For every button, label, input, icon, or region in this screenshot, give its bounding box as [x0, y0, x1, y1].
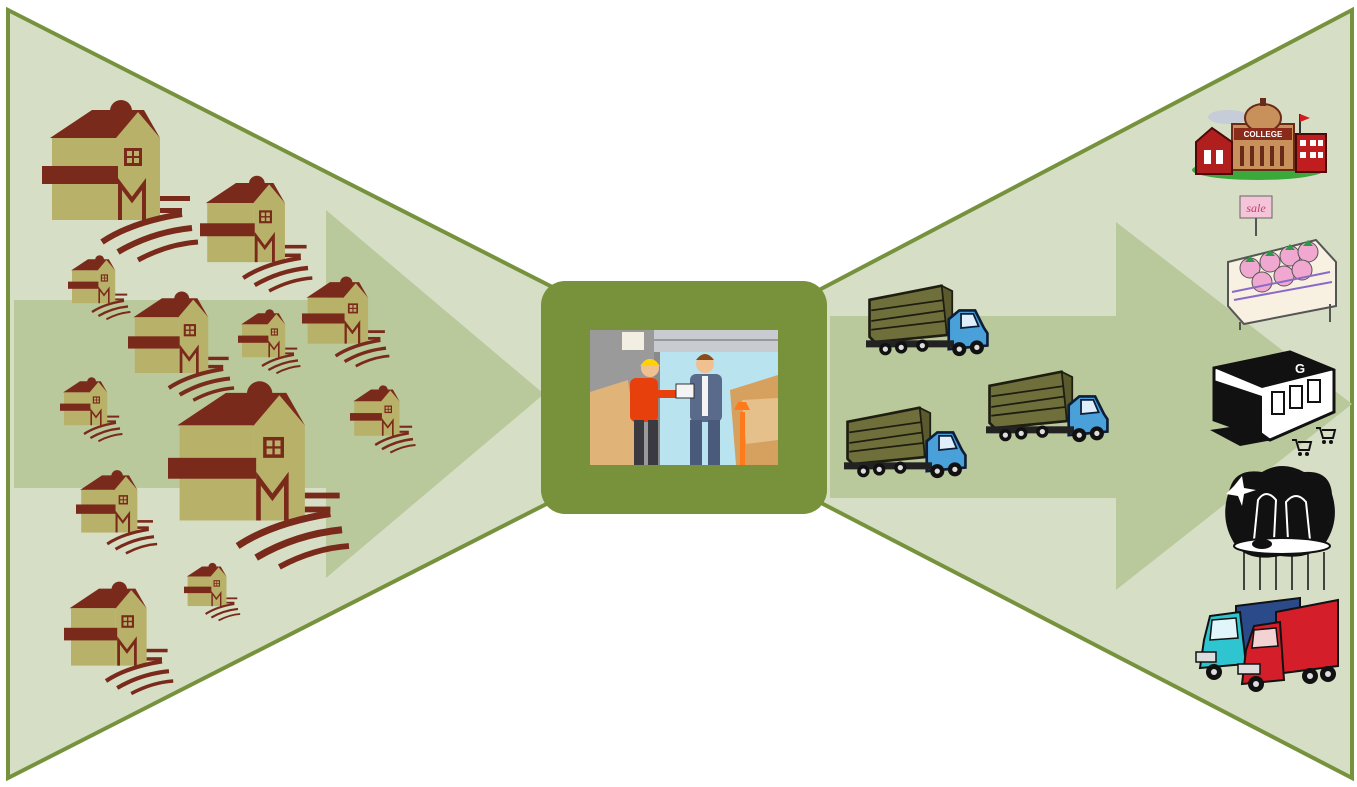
warehouse-workers-photo [590, 330, 778, 465]
market-sign-text: sale [1246, 201, 1266, 215]
college-sign-text: COLLEGE [1244, 130, 1283, 139]
grocery-sign-text: G [1295, 361, 1305, 376]
aggregation-hub [541, 281, 827, 514]
